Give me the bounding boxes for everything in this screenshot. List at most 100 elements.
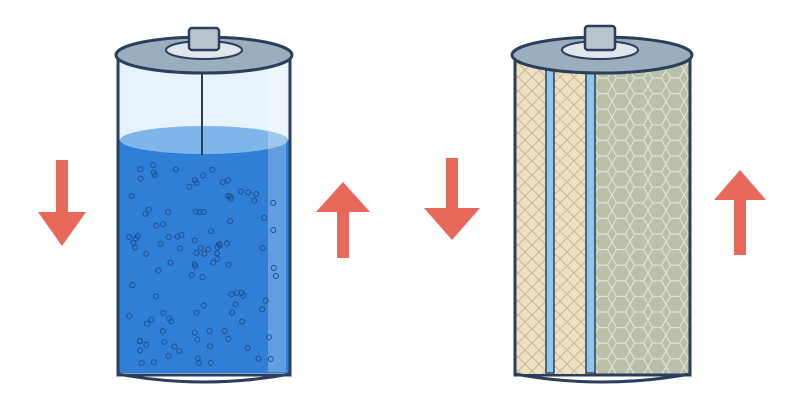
bubble [143,250,150,257]
bubble [160,221,167,228]
bubble [225,335,232,342]
bubble [195,360,202,367]
bubble [161,338,168,345]
bubble [259,306,266,313]
bubble [138,360,145,367]
bubble [128,192,135,199]
bubble [145,206,152,213]
bubble [199,274,206,281]
bubble [221,327,228,334]
bubble [193,249,200,256]
bubble [267,355,274,362]
bubble [207,343,214,350]
bubble [270,226,277,233]
separator-1 [545,61,555,374]
bubble [201,250,208,257]
bubble [186,183,193,190]
bubble [227,195,234,202]
bubble [129,282,136,289]
bubble [207,359,214,366]
separator-2 [585,61,596,374]
bubble [137,166,144,173]
arrow-up-icon [714,170,766,255]
bubble [137,347,144,354]
bubble [200,209,207,216]
bubble [239,318,246,325]
terminal [583,24,617,52]
bubble [150,169,157,176]
bubble [237,188,244,195]
liquid-electrolyte-cell [114,26,294,384]
bubble [259,245,266,252]
liquid-surface [120,126,288,154]
bubble [262,297,269,304]
bubble [209,166,216,173]
bubble [233,289,240,296]
bubble [188,272,195,279]
bubble [142,210,149,217]
bubble [245,189,252,196]
solid-state-cell [510,24,694,384]
bubble [208,228,215,235]
bubble [166,315,173,322]
bubble [229,309,236,316]
bubble [160,309,167,316]
bubble [224,240,231,247]
bubble [216,241,223,248]
bubble [193,180,200,187]
bubble [192,208,199,215]
bubble [261,214,268,221]
bubble [171,343,178,350]
bubble [165,353,172,360]
bubble [177,245,184,252]
electrode-left [516,60,595,374]
bubble [197,244,204,251]
arrow-up-icon [316,182,370,258]
bubble [193,309,200,316]
bubble [270,199,277,206]
bubble [153,222,160,229]
bubble [148,316,155,323]
bubble [191,177,198,184]
bubble [200,172,207,179]
bubble [210,259,217,266]
bubble [227,218,234,225]
bubble [167,259,174,266]
bubble [152,293,159,300]
bubble [130,239,137,246]
bubble [136,338,143,345]
bubble [224,177,231,184]
bubble [191,261,198,268]
bubble [219,179,226,186]
bubble [143,341,150,348]
bubble [165,233,172,240]
bubble [225,261,232,268]
bubble [157,240,164,247]
terminal [187,26,221,52]
bubble [251,197,258,204]
bubble [172,166,179,173]
bubble [244,344,251,351]
bubble [137,175,144,182]
bubble [144,320,151,327]
bubble [265,334,272,341]
bubble [270,264,277,271]
bubble [196,209,203,216]
bubble [150,162,157,169]
bubble [126,313,133,320]
bubble [155,267,162,274]
bubble [253,191,260,198]
bubble [159,328,166,335]
bubble [126,233,133,240]
bubble [214,255,221,262]
bubble [174,233,181,240]
bubble [191,237,198,244]
bubble [194,336,201,343]
bubble [272,272,279,279]
bubbles [126,162,279,367]
bubble [228,291,235,298]
bubble [255,355,262,362]
bubble [214,250,221,257]
bubble [205,246,212,253]
